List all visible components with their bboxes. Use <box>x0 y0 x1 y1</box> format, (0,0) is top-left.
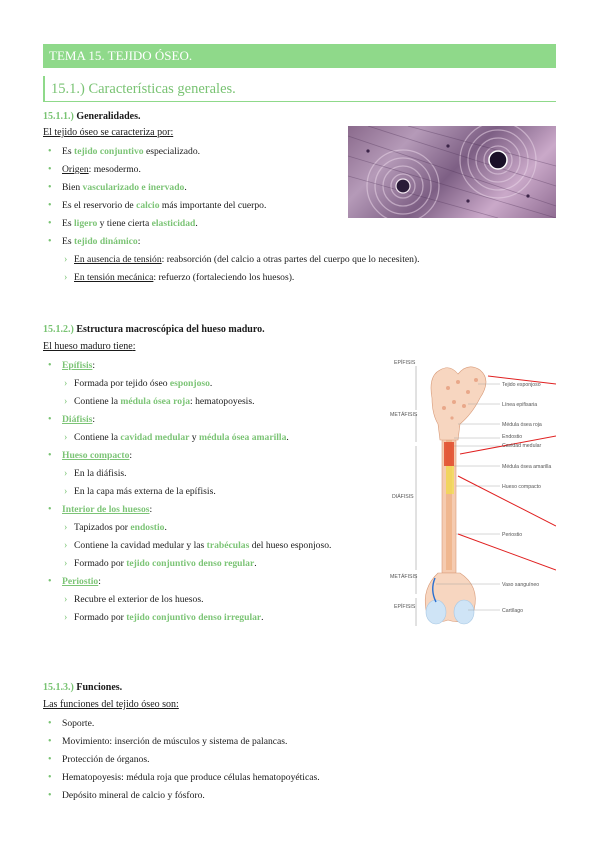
list-subitem: Contiene la cavidad medular y médula óse… <box>48 429 331 447</box>
funciones-list: Soporte. Movimiento: inserción de múscul… <box>48 715 320 805</box>
label-metafisis-bottom: METÁFISIS <box>390 573 418 580</box>
funciones-intro: Las funciones del tejido óseo son: <box>43 699 179 710</box>
label-medula-osea-roja: Médula ósea roja <box>502 422 542 428</box>
intro-colon: : <box>170 127 174 138</box>
estructura-intro: El hueso maduro tiene: <box>43 341 135 352</box>
intro-colon: : <box>176 699 179 710</box>
subsection-number: 15.1.1.) <box>43 111 74 122</box>
label-metafisis-top: METÁFISIS <box>390 411 418 418</box>
list-item: Origen: mesodermo. <box>48 161 420 179</box>
list-item: Hematopoyesis: médula roja que produce c… <box>48 769 320 787</box>
list-item: Soporte. <box>48 715 320 733</box>
label-diafisis: DIÁFISIS <box>392 493 414 500</box>
list-subitem: Contiene la médula ósea roja: hematopoye… <box>48 393 331 411</box>
list-item: Bien vascularizado e inervado. <box>48 179 420 197</box>
label-endostio: Endostio <box>502 434 522 440</box>
subsection-title: Generalidades. <box>76 111 141 122</box>
list-item: Hueso compacto: <box>48 447 331 465</box>
label-medula-osea-amarilla: Médula ósea amarilla <box>502 464 551 470</box>
list-item: Es el reservorio de calcio más important… <box>48 197 420 215</box>
list-subitem: Tapizados por endostio. <box>48 519 331 537</box>
label-epifisis-bottom: EPÍFISIS <box>394 603 416 610</box>
subsection-generalidades-heading: 15.1.1.) Generalidades. <box>43 111 141 122</box>
intro-text: El tejido óseo se caracteriza por <box>43 127 171 138</box>
list-item: Periostio: <box>48 573 331 591</box>
label-linea-epifisaria: Línea epifisaria <box>502 402 537 408</box>
label-hueso-compacto: Hueso compacto <box>502 484 541 490</box>
list-item: Protección de órganos. <box>48 751 320 769</box>
list-subitem: Contiene la cavidad medular y las trabéc… <box>48 537 331 555</box>
subsection-title: Estructura macroscópica del hueso maduro… <box>76 324 265 335</box>
list-subitem: Formado por tejido conjuntivo denso regu… <box>48 555 331 573</box>
list-subitem: En la capa más externa de la epífisis. <box>48 483 331 501</box>
subsection-number: 15.1.2.) <box>43 324 74 335</box>
subsection-number: 15.1.3.) <box>43 682 74 693</box>
subsection-estructura-heading: 15.1.2.) Estructura macroscópica del hue… <box>43 324 265 335</box>
list-item: Movimiento: inserción de músculos y sist… <box>48 733 320 751</box>
list-subitem: En ausencia de tensión: reabsorción (del… <box>48 251 420 269</box>
generalidades-intro: El tejido óseo se caracteriza por: <box>43 127 173 138</box>
list-item: Depósito mineral de calcio y fósforo. <box>48 787 320 805</box>
list-subitem: Formado por tejido conjuntivo denso irre… <box>48 609 331 627</box>
list-item: Es tejido dinámico: <box>48 233 420 251</box>
intro-text: Las funciones del tejido óseo son <box>43 699 177 710</box>
long-bone-diagram: EPÍFISIS METÁFISIS DIÁFISIS METÁFISIS EP… <box>388 358 557 630</box>
intro-colon: : <box>132 341 136 352</box>
list-item: Epífisis: <box>48 357 331 375</box>
section-heading: 15.1.) Características generales. <box>43 76 556 102</box>
page-title: TEMA 15. TEJIDO ÓSEO. <box>43 44 556 68</box>
label-epifisis-top: EPÍFISIS <box>394 359 416 366</box>
list-subitem: Recubre el exterior de los huesos. <box>48 591 331 609</box>
intro-text: El hueso maduro tiene <box>43 341 133 352</box>
subsection-funciones-heading: 15.1.3.) Funciones. <box>43 682 122 693</box>
generalidades-list: Es tejido conjuntivo especializado. Orig… <box>48 143 420 287</box>
label-cavidad-medular: Cavidad medular <box>502 443 541 449</box>
label-tejido-esponjoso: Tejido esponjoso <box>502 382 541 388</box>
subsection-title: Funciones. <box>76 682 123 693</box>
label-periostio: Periostio <box>502 532 522 538</box>
estructura-list: Epífisis: Formada por tejido óseo esponj… <box>48 357 331 627</box>
bone-illustration: EPÍFISIS METÁFISIS DIÁFISIS METÁFISIS EP… <box>390 359 557 626</box>
list-subitem: En tensión mecánica: refuerzo (fortaleci… <box>48 269 420 287</box>
list-subitem: En la diáfisis. <box>48 465 331 483</box>
label-cartilago: Cartílago <box>502 608 523 614</box>
list-item: Diáfisis: <box>48 411 331 429</box>
list-subitem: Formada por tejido óseo esponjoso. <box>48 375 331 393</box>
label-vaso-sanguineo: Vaso sanguíneo <box>502 582 539 588</box>
list-item: Es tejido conjuntivo especializado. <box>48 143 420 161</box>
list-item: Es ligero y tiene cierta elasticidad. <box>48 215 420 233</box>
list-item: Interior de los huesos: <box>48 501 331 519</box>
